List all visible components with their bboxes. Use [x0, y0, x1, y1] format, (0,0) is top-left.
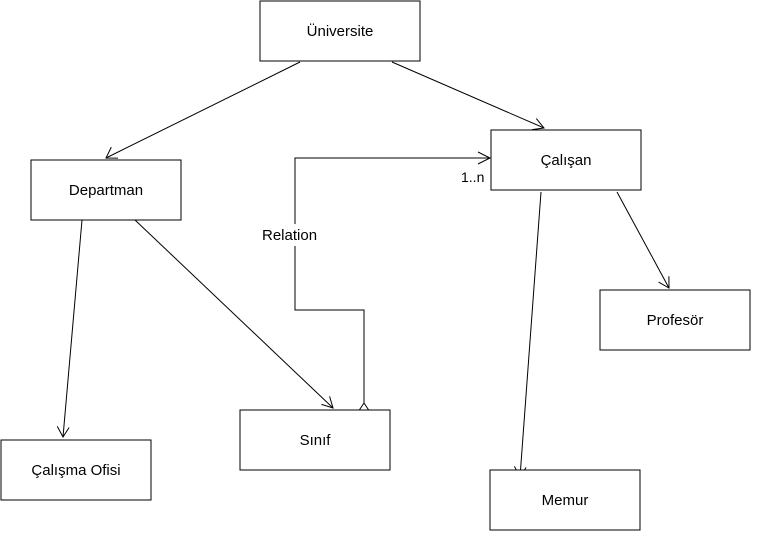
- arrowhead-calisan: [531, 118, 545, 131]
- node-calisma-ofisi[interactable]: Çalışma Ofisi: [0, 439, 152, 501]
- node-memur[interactable]: Memur: [489, 469, 641, 531]
- node-profesor-label: Profesör: [647, 312, 704, 329]
- node-universite[interactable]: Üniversite: [259, 0, 421, 62]
- node-departman-label: Departman: [69, 182, 143, 199]
- node-calisma-ofisi-label: Çalışma Ofisi: [31, 462, 120, 479]
- edge-calisan-profesor: [616, 191, 670, 289]
- relation-label-group: Relation: [260, 224, 330, 246]
- relation-label: Relation: [262, 227, 317, 244]
- node-memur-label: Memur: [542, 492, 589, 509]
- node-departman[interactable]: Departman: [30, 159, 182, 221]
- edge-relation-sinif-calisan: [294, 157, 490, 403]
- arrowhead-profesor: [658, 276, 670, 289]
- arrowhead-relation: [477, 151, 492, 165]
- arrowhead-calisma-ofisi: [56, 426, 70, 438]
- target-multiplicity: 1..n: [461, 169, 484, 185]
- node-calisan[interactable]: Çalışan: [490, 129, 642, 191]
- node-profesor[interactable]: Profesör: [599, 289, 751, 351]
- edge-departman-sinif: [134, 219, 334, 409]
- edge-universite-calisan: [391, 61, 545, 129]
- arrowhead-departman: [105, 146, 119, 159]
- edges: [56, 61, 670, 478]
- relation-label-bg: [260, 224, 330, 246]
- edge-departman-calisma-ofisi: [62, 219, 83, 438]
- edge-universite-departman: [105, 61, 301, 159]
- node-sinif-label: Sınıf: [300, 432, 332, 449]
- node-sinif[interactable]: Sınıf: [239, 409, 391, 471]
- node-calisan-label: Çalışan: [541, 152, 592, 169]
- node-universite-label: Üniversite: [307, 22, 374, 40]
- edge-calisan-memur: [519, 191, 542, 478]
- arrowhead-sinif: [321, 396, 334, 409]
